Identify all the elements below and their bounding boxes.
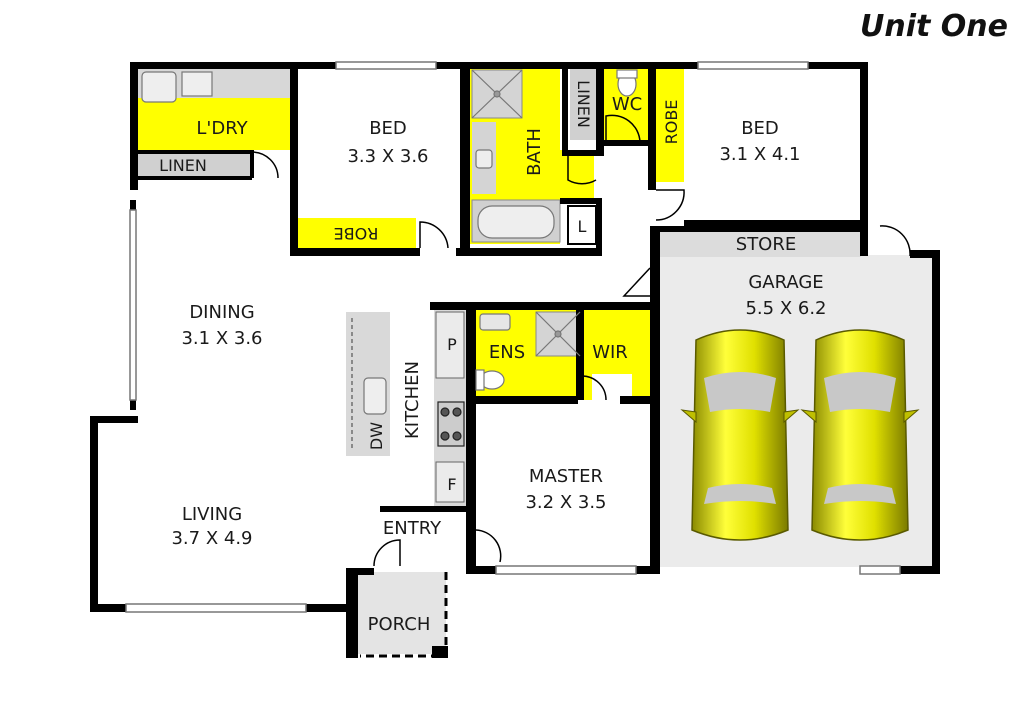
door-swing-icon	[373, 539, 401, 567]
store-floor	[657, 230, 861, 257]
label-bed2: BED	[369, 118, 407, 139]
wir-inner	[592, 374, 632, 400]
shower-icon	[493, 90, 501, 98]
doors	[251, 114, 911, 567]
window-icon	[697, 61, 809, 70]
door-swing-icon	[419, 221, 449, 249]
label-robe-bed2: ROBE	[334, 224, 379, 243]
label-bed3-size: 3.1 X 4.1	[719, 144, 800, 165]
door-swing-icon	[605, 114, 641, 143]
window-icon	[125, 603, 307, 613]
shower-icon	[554, 330, 562, 338]
washer-icon	[181, 71, 213, 97]
label-living-size: 3.7 X 4.9	[171, 528, 252, 549]
label-ensuite: ENS	[489, 342, 525, 363]
label-dishwasher: DW	[367, 422, 386, 450]
label-living: LIVING	[182, 504, 242, 525]
label-kitchen: KITCHEN	[402, 361, 423, 439]
l-cupboard	[567, 205, 597, 245]
label-bath: BATH	[524, 128, 545, 176]
label-garage: GARAGE	[748, 272, 823, 293]
door-swing-icon	[567, 152, 597, 185]
door-swing-icon	[581, 375, 607, 401]
door-swing-icon	[655, 189, 685, 221]
label-wir: WIR	[592, 342, 628, 363]
robe-bed3-floor	[656, 68, 684, 182]
window-icon	[495, 565, 637, 575]
sink-icon	[479, 313, 511, 331]
label-master: MASTER	[529, 466, 603, 487]
label-porch: PORCH	[368, 614, 431, 635]
label-robe-bed3: ROBE	[662, 100, 681, 145]
linen-bath-floor	[570, 68, 598, 140]
door-swing-icon	[879, 225, 911, 257]
label-store: STORE	[736, 234, 796, 255]
label-wc: WC	[612, 94, 642, 115]
label-dining-size: 3.1 X 3.6	[181, 328, 262, 349]
label-laundry: L'DRY	[196, 118, 248, 139]
label-entry: ENTRY	[383, 518, 442, 539]
label-linen-laundry: LINEN	[159, 156, 207, 175]
label-garage-size: 5.5 X 6.2	[745, 298, 826, 319]
door-swing-icon	[622, 267, 651, 297]
pantry	[435, 311, 465, 379]
window-icon	[129, 209, 137, 401]
label-linen-bath: LINEN	[574, 80, 593, 128]
windows	[125, 61, 901, 613]
sink-icon	[475, 149, 493, 169]
label-l-cupboard: L	[578, 217, 587, 236]
robe-bed2-floor	[296, 218, 416, 248]
linen-laundry-floor	[138, 152, 250, 176]
fridge-space	[435, 461, 465, 503]
sink-icon	[141, 71, 177, 103]
cooktop-icon	[437, 401, 465, 447]
plan-title: Unit One	[860, 9, 1008, 44]
label-bed2-size: 3.3 X 3.6	[347, 146, 428, 167]
door-swing-icon	[475, 529, 502, 563]
fixtures	[141, 69, 638, 450]
window-icon	[859, 565, 901, 575]
label-pantry: P	[447, 335, 457, 354]
label-fridge: F	[447, 475, 456, 494]
car-icon	[800, 329, 920, 541]
porch-outline	[360, 572, 448, 658]
porch-floor	[358, 572, 446, 654]
sink-icon	[363, 377, 387, 415]
bathtub-icon	[477, 205, 555, 239]
car-icon	[680, 329, 800, 541]
label-master-size: 3.2 X 3.5	[525, 492, 606, 513]
laundry-floor	[136, 98, 292, 150]
label-bed3: BED	[741, 118, 779, 139]
window-icon	[335, 61, 437, 70]
label-dining: DINING	[189, 302, 254, 323]
door-swing-icon	[251, 151, 279, 179]
walls	[90, 62, 940, 658]
